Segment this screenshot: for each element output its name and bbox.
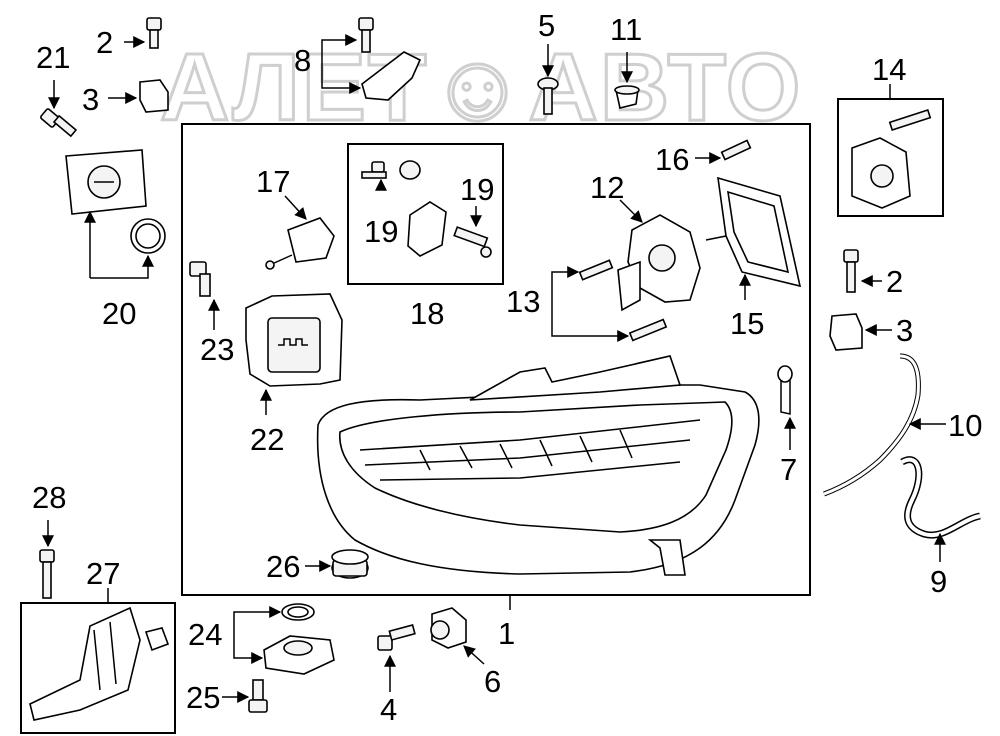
clip-3-top xyxy=(139,79,169,113)
callout-7: 7 xyxy=(780,452,797,487)
bolt-2-top xyxy=(146,17,162,49)
gasket-15 xyxy=(705,176,802,288)
plug-11 xyxy=(614,85,640,109)
bracket-27 xyxy=(29,606,170,721)
callout-11: 11 xyxy=(610,12,642,47)
callout-2-top: 2 xyxy=(96,25,113,60)
ballast-20 xyxy=(65,149,166,254)
callout-21: 21 xyxy=(36,40,70,75)
bolt-28 xyxy=(39,549,55,599)
bolt-25 xyxy=(248,679,268,713)
bracket-12 xyxy=(617,214,701,312)
screw-16 xyxy=(720,139,752,161)
callout-19-right: 19 xyxy=(460,172,494,207)
callout-20: 20 xyxy=(102,296,136,331)
group-18-frame xyxy=(347,143,504,285)
motor-14 xyxy=(851,109,932,209)
callout-26: 26 xyxy=(266,549,300,584)
callout-14: 14 xyxy=(872,52,906,87)
callout-4: 4 xyxy=(380,692,397,727)
clip-3-right xyxy=(829,313,863,351)
group-18-parts xyxy=(361,160,492,258)
callout-17: 17 xyxy=(256,164,290,199)
actuator-17 xyxy=(265,217,335,270)
callout-16: 16 xyxy=(655,142,689,177)
hook-7 xyxy=(777,365,793,415)
callout-3-top: 3 xyxy=(82,82,99,117)
callout-13: 13 xyxy=(506,284,540,319)
callout-9: 9 xyxy=(930,564,947,599)
bolt-2-right xyxy=(843,249,859,293)
callout-22: 22 xyxy=(250,422,284,457)
callout-2-right: 2 xyxy=(886,264,903,299)
bolt-21 xyxy=(40,108,78,138)
callout-12: 12 xyxy=(590,170,624,205)
module-24 xyxy=(263,603,335,675)
callout-15: 15 xyxy=(730,306,764,341)
plug-26 xyxy=(331,549,369,579)
bolt-4 xyxy=(377,624,416,651)
callout-28: 28 xyxy=(32,480,66,515)
callout-18: 18 xyxy=(410,296,444,331)
callout-25: 25 xyxy=(186,680,220,715)
callout-1: 1 xyxy=(498,616,515,651)
cable-10 xyxy=(823,353,921,497)
callout-27: 27 xyxy=(86,556,120,591)
bolt-23 xyxy=(189,261,211,297)
callout-24: 24 xyxy=(188,617,222,652)
callout-19-left: 19 xyxy=(364,214,398,249)
callout-6: 6 xyxy=(484,664,501,699)
screws-13 xyxy=(578,259,668,342)
headlamp-housing xyxy=(316,355,760,610)
callout-23: 23 xyxy=(200,332,234,367)
sensor-6 xyxy=(430,607,467,649)
group-27-frame xyxy=(20,602,176,734)
callout-8: 8 xyxy=(294,43,311,78)
module-22 xyxy=(245,293,343,387)
callout-3-right: 3 xyxy=(896,313,913,348)
bolt-5 xyxy=(537,77,559,115)
headlamp-assembly-frame xyxy=(181,123,811,596)
callout-5: 5 xyxy=(538,8,555,43)
callout-10: 10 xyxy=(948,408,982,443)
hose-9 xyxy=(900,456,981,539)
bracket-8 xyxy=(358,17,422,101)
